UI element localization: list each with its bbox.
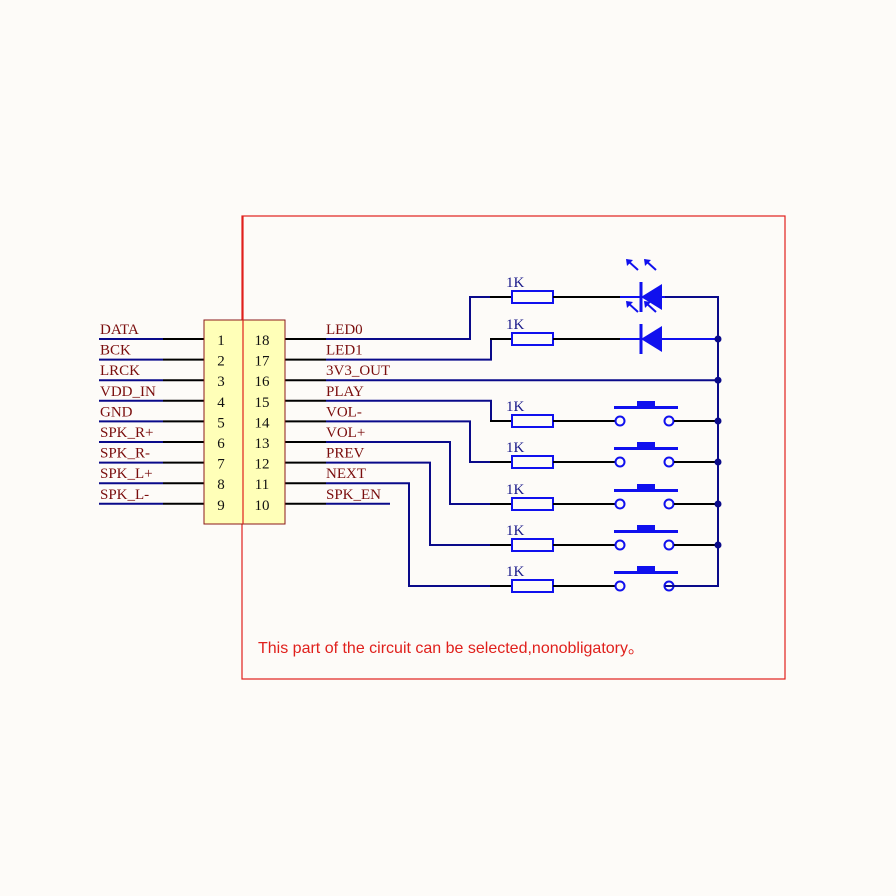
resistor (511, 579, 554, 593)
left-pin-label: SPK_R- (100, 446, 150, 462)
pin-number: 15 (255, 395, 270, 411)
resistor-value: 1K (506, 482, 525, 498)
light-arrow-icon (626, 259, 633, 266)
button-contact (663, 539, 675, 551)
branch-wire (326, 441, 490, 505)
light-arrow-icon (644, 259, 651, 266)
common-bus-wire (665, 296, 719, 587)
resistor (511, 290, 554, 304)
branch-wire (326, 482, 490, 587)
right-pin-label: NEXT (326, 466, 366, 482)
pin-number: 5 (217, 415, 225, 431)
resistor-value: 1K (506, 564, 525, 580)
button-contact (614, 580, 626, 592)
optional-circuit-note: This part of the circuit can be selected… (258, 640, 644, 657)
pin-number: 8 (217, 477, 225, 493)
resistor-value: 1K (506, 275, 525, 291)
right-pin-label: VOL+ (326, 425, 365, 441)
left-pin-label: GND (100, 404, 133, 420)
right-pin-label: 3V3_OUT (326, 363, 390, 379)
left-pin-label: BCK (100, 343, 131, 359)
resistor-value: 1K (506, 523, 525, 539)
button-contact (614, 539, 626, 551)
pushbutton-icon (614, 406, 678, 409)
pin-number: 9 (217, 498, 225, 514)
left-pin-label: SPK_L- (100, 487, 149, 503)
pushbutton-cap (637, 484, 655, 490)
branch-wire (326, 420, 490, 463)
light-arrow-icon (626, 301, 633, 308)
pushbutton-icon (614, 489, 678, 492)
button-contact (614, 456, 626, 468)
pin-number: 2 (217, 354, 225, 370)
branch-wire (326, 461, 490, 546)
output-branches: 1K 1K 1K 1K 1K 1K 1K (326, 259, 722, 593)
left-pin-label: LRCK (100, 363, 140, 379)
resistor (511, 497, 554, 511)
resistor-value: 1K (506, 399, 525, 415)
resistor (511, 455, 554, 469)
pushbutton-cap (637, 566, 655, 572)
pin-number: 11 (255, 477, 269, 493)
right-pin-label: PREV (326, 446, 365, 462)
resistor-value: 1K (506, 440, 525, 456)
branch-wire (326, 296, 490, 340)
pin-number: 13 (255, 436, 270, 452)
pushbutton-icon (614, 530, 678, 533)
right-pin-label: VOL- (326, 404, 362, 420)
light-arrow-icon (644, 301, 651, 308)
right-pin-label: LED1 (326, 343, 363, 359)
right-pin-label: SPK_EN (326, 487, 381, 503)
pin-number: 3 (217, 374, 225, 390)
pushbutton-cap (637, 525, 655, 531)
right-pin-label: PLAY (326, 384, 364, 400)
led-icon (641, 326, 662, 352)
connector-body (203, 319, 286, 525)
resistor (511, 414, 554, 428)
pin-number: 18 (255, 333, 270, 349)
button-contact (663, 498, 675, 510)
led-icon (641, 284, 662, 310)
pushbutton-cap (637, 401, 655, 407)
pin-number: 10 (255, 498, 270, 514)
button-contact (614, 415, 626, 427)
pin-number: 6 (217, 436, 225, 452)
right-pin-label: LED0 (326, 322, 363, 338)
pin-number: 4 (217, 395, 225, 411)
pin-number: 7 (217, 457, 225, 473)
resistor (511, 332, 554, 346)
pin-number: 16 (255, 374, 271, 390)
resistor-value: 1K (506, 317, 525, 333)
left-pin-label: SPK_L+ (100, 466, 153, 482)
pushbutton-cap (637, 442, 655, 448)
left-pin-label: SPK_R+ (100, 425, 153, 441)
button-contact (614, 498, 626, 510)
left-pin-label: VDD_IN (100, 384, 156, 400)
button-contact (663, 456, 675, 468)
resistor (511, 538, 554, 552)
pushbutton-icon (614, 571, 678, 574)
pin-number: 12 (255, 457, 270, 473)
pin-number: 1 (217, 333, 225, 349)
connector-left-pins: DATA BCK LRCK VDD_IN GND SPK_R+ SPK_R- SPK_L+ SP… (99, 322, 204, 505)
pushbutton-icon (614, 447, 678, 450)
pin-number: 17 (255, 354, 271, 370)
button-contact (663, 415, 675, 427)
pin-number: 14 (255, 415, 271, 431)
left-pin-label: DATA (100, 322, 139, 338)
